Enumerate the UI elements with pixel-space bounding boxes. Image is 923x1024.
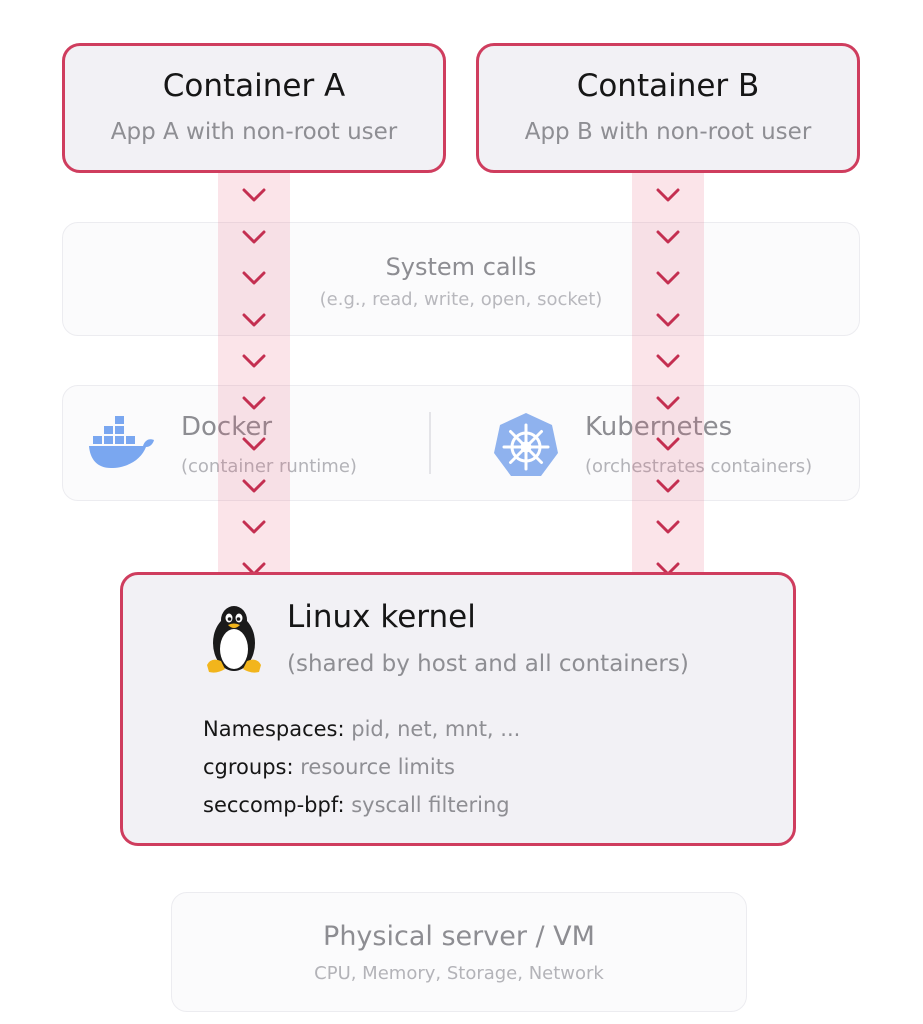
- feature-key: seccomp-bpf:: [203, 793, 345, 817]
- feature-key: cgroups:: [203, 755, 294, 779]
- kubernetes-subtitle: (orchestrates containers): [585, 456, 813, 477]
- chevron-down-icon: [656, 354, 680, 368]
- chevron-down-icon: [242, 271, 266, 285]
- chevron-down-icon: [656, 188, 680, 202]
- container-b-box: Container B App B with non-root user: [476, 43, 860, 173]
- kubernetes-helm-icon: [494, 413, 558, 476]
- linux-kernel-box: Linux kernel (shared by host and all con…: [120, 572, 796, 846]
- chevron-down-icon: [242, 479, 266, 492]
- arrow-lane-b: [632, 173, 704, 575]
- chevron-down-icon: [656, 479, 680, 492]
- docker-subtitle: (container runtime): [181, 456, 357, 477]
- kernel-subtitle: (shared by host and all containers): [287, 651, 689, 677]
- tux-penguin-icon: [207, 606, 261, 673]
- kubernetes-title: Kubernetes: [585, 412, 733, 442]
- system-calls-subtitle: (e.g., read, write, open, socket): [319, 289, 603, 310]
- container-a-box: Container A App A with non-root user: [62, 43, 446, 173]
- kernel-feature-seccomp: seccomp-bpf: syscall filtering: [203, 793, 510, 817]
- chevron-down-icon: [242, 354, 266, 368]
- system-calls-title: System calls: [385, 253, 537, 281]
- chevron-down-icon: [242, 188, 266, 202]
- feature-value: syscall filtering: [351, 793, 510, 817]
- chevron-down-icon: [242, 313, 266, 326]
- kernel-feature-cgroups: cgroups: resource limits: [203, 755, 455, 779]
- physical-subtitle: CPU, Memory, Storage, Network: [314, 963, 604, 984]
- container-b-title: Container B: [576, 68, 760, 104]
- container-a-subtitle: App A with non-root user: [110, 119, 398, 145]
- chevron-down-icon: [656, 230, 680, 243]
- chevron-down-icon: [656, 396, 680, 409]
- chevron-down-icon: [242, 437, 266, 451]
- physical-server-layer: Physical server / VM CPU, Memory, Storag…: [171, 892, 747, 1012]
- runtime-divider: [429, 412, 431, 474]
- docker-whale-icon: [89, 416, 154, 468]
- kernel-feature-namespaces: Namespaces: pid, net, mnt, ...: [203, 717, 520, 741]
- kernel-title: Linux kernel: [287, 599, 476, 635]
- runtime-layer: Docker (container runtime) Kubernetes (o…: [62, 385, 860, 501]
- chevron-down-icon: [656, 437, 680, 451]
- docker-title: Docker: [181, 412, 273, 442]
- container-a-title: Container A: [162, 68, 346, 104]
- chevron-down-icon: [242, 396, 266, 409]
- chevron-down-icon: [656, 520, 680, 534]
- system-calls-layer: System calls (e.g., read, write, open, s…: [62, 222, 860, 336]
- feature-value: resource limits: [300, 755, 455, 779]
- container-b-subtitle: App B with non-root user: [524, 119, 812, 145]
- arrow-lane-a: [218, 173, 290, 575]
- chevron-down-icon: [656, 271, 680, 285]
- chevron-down-icon: [242, 520, 266, 534]
- chevron-down-icon: [242, 230, 266, 243]
- feature-key: Namespaces:: [203, 717, 345, 741]
- feature-value: pid, net, mnt, ...: [351, 717, 521, 741]
- chevron-down-icon: [656, 313, 680, 326]
- physical-title: Physical server / VM: [323, 921, 595, 952]
